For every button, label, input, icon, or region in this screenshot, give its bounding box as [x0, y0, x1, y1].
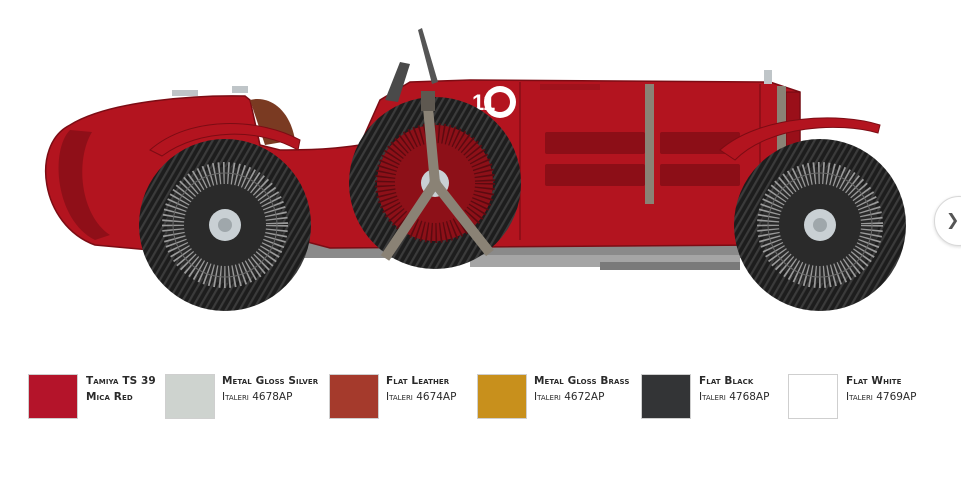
swatch-flat-black: [641, 374, 691, 419]
paint-label: Flat White Italeri 4769AP: [846, 375, 917, 403]
paint-palette: Tamiya TS 39 Mica Red Metal Gloss Silver…: [0, 370, 961, 430]
car-illustration: 11: [44, 28, 906, 311]
rear-wheel: [139, 139, 311, 311]
paint-label: Flat Black Italeri 4768AP: [699, 375, 770, 403]
hood-straps: [645, 84, 786, 204]
paint-label: Flat Leather Italeri 4674AP: [386, 375, 457, 403]
swatch-metal-gloss-silver: [165, 374, 215, 419]
front-wheel: [734, 139, 906, 311]
rear-fender: [149, 123, 301, 157]
swatch-flat-white: [788, 374, 838, 419]
swatch-mica-red: [28, 374, 78, 419]
swatch-flat-leather: [329, 374, 379, 419]
chevron-right-icon: ❯: [946, 210, 960, 229]
paint-label: Metal Gloss Brass Italeri 4672AP: [534, 375, 630, 403]
hood-louvres: [540, 84, 740, 186]
swatch-metal-gloss-brass: [477, 374, 527, 419]
front-fender: [719, 117, 881, 161]
paint-label: Metal Gloss Silver Italeri 4678AP: [222, 375, 319, 403]
spare-wheel: [349, 91, 521, 269]
paint-label: Tamiya TS 39 Mica Red: [86, 375, 156, 403]
